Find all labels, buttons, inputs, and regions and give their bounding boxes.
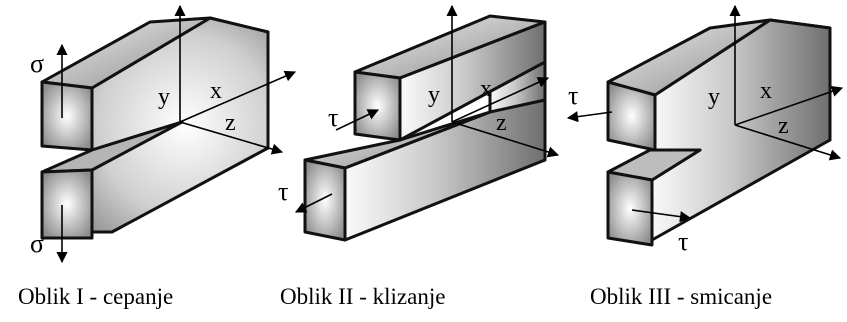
axis-x-label: x xyxy=(210,78,222,104)
stress-label-top: σ xyxy=(30,49,44,78)
axis-z-label: z xyxy=(778,113,789,139)
axis-z-label: z xyxy=(225,110,236,136)
axis-z-label: z xyxy=(496,110,507,136)
block1-upper-end xyxy=(40,80,94,152)
stress-label-bottom: σ xyxy=(30,229,44,258)
axis-z xyxy=(734,124,842,161)
stress-label-top: τ xyxy=(568,81,578,110)
panel-mode-1: σ σ y x z xyxy=(30,4,297,264)
stress-label-bottom: τ xyxy=(278,177,288,206)
axis-x xyxy=(451,77,550,123)
block2-lower-end xyxy=(303,158,347,242)
axis-y-label: y xyxy=(158,84,170,110)
axis-x-label: x xyxy=(760,78,772,104)
shear-arrow-lower xyxy=(631,209,692,223)
shear-arrow-upper xyxy=(566,111,613,123)
panel-mode-2: τ τ y x z xyxy=(278,4,560,242)
block2-upper-end xyxy=(353,70,402,142)
block3-upper-end xyxy=(606,80,657,152)
panel-mode-3: τ τ y x z xyxy=(566,4,844,256)
shear-arrow-upper xyxy=(335,109,380,131)
caption-mode-2: Oblik II - klizanje xyxy=(280,284,446,309)
shear-arrow-lower xyxy=(294,193,333,213)
stress-label-top: τ xyxy=(328,103,338,132)
axis-y-label: y xyxy=(708,84,720,110)
axis-x-label: x xyxy=(480,76,492,102)
axis-z xyxy=(179,121,284,155)
axis-x xyxy=(734,86,844,126)
block3-lower-end xyxy=(606,170,654,247)
stress-label-bottom: τ xyxy=(678,227,688,256)
caption-mode-1: Oblik I - cepanje xyxy=(18,284,174,309)
axis-z xyxy=(451,121,560,158)
block1-lower-end xyxy=(40,168,94,240)
axis-y-label: y xyxy=(428,82,440,108)
axis-x xyxy=(179,70,297,123)
caption-mode-3: Oblik III - smicanje xyxy=(590,284,773,309)
